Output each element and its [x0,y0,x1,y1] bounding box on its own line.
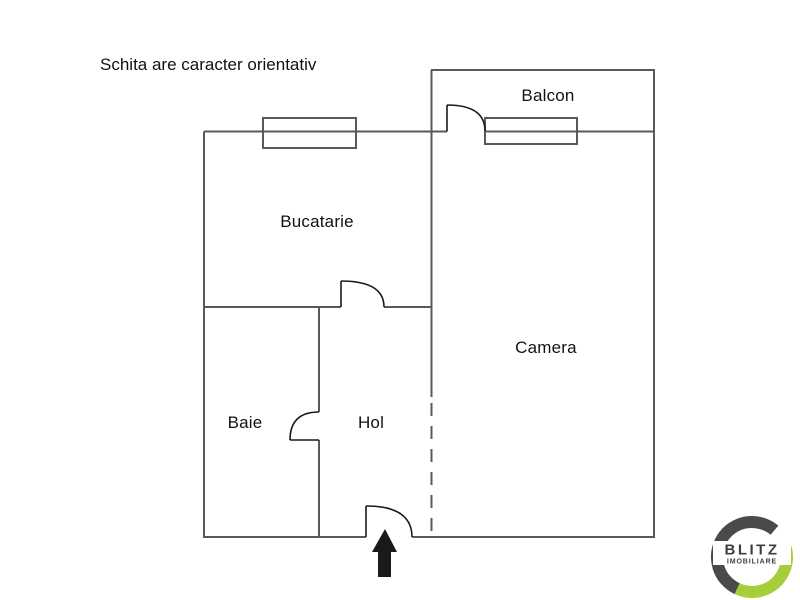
balcony-door-arc [446,104,486,132]
room-label-balcon: Balcon [521,86,575,105]
room-label-camera: Camera [515,338,577,357]
doors [289,104,486,538]
logo-text-band [713,541,791,565]
walls [203,69,655,538]
bathroom-door-arc [289,411,320,441]
room-label-hol: Hol [357,413,385,432]
entrance-door-arc [365,505,413,538]
kitchen-door-arc [340,280,385,308]
logo-subtitle: IMOBILIARE [726,558,778,566]
room-label-baie: Baie [227,413,263,432]
logo-ring-dark-arc [710,515,779,595]
kitchen-window [262,117,357,149]
disclaimer-note: Schita are caracter orientativ [100,55,317,74]
logo-wordmark: BLITZ [724,541,780,559]
entrance-arrow-icon [372,529,397,577]
room-label-bucatarie: Bucatarie [280,212,354,231]
